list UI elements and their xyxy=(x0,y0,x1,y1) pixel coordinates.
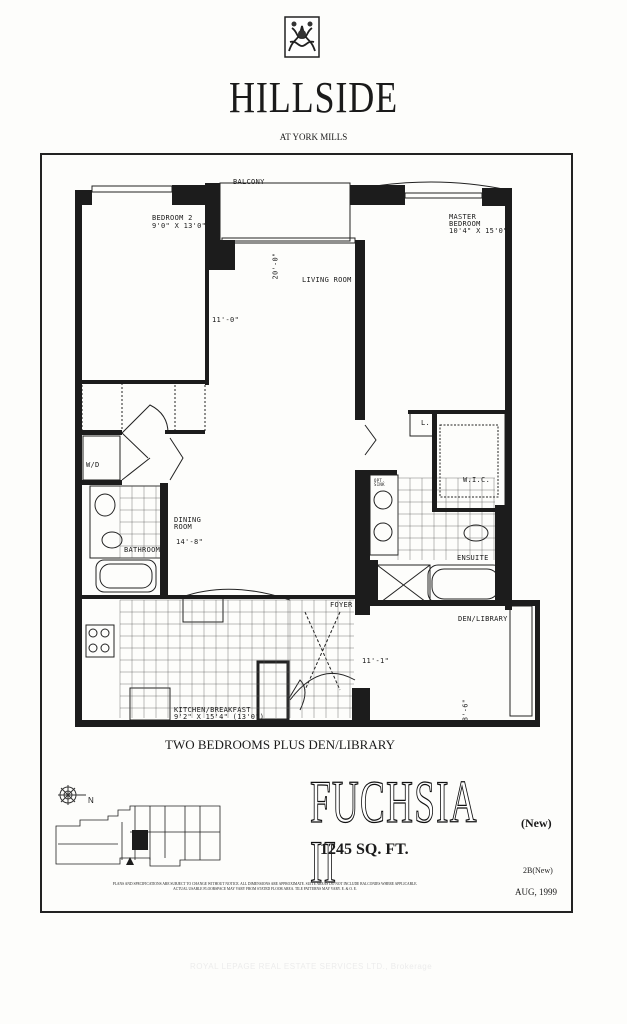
brand-name: HILLSIDE xyxy=(229,73,398,122)
linen-label: L. xyxy=(421,419,431,427)
foyer-label: FOYER xyxy=(330,601,353,609)
disclaimer-line-1: PLANS AND SPECIFICATIONS ARE SUBJECT TO … xyxy=(112,882,418,886)
key-plan-suite-highlight xyxy=(132,830,148,850)
master-size: 10'4" X 15'0" xyxy=(449,227,508,235)
kitchen-size: 9'2" X 15'4" (13'0") xyxy=(174,713,265,721)
living-room-label: LIVING ROOM xyxy=(302,276,352,284)
walls xyxy=(75,183,540,727)
den-label: DEN/LIBRARY xyxy=(458,615,508,623)
dining-dimension: 14'-8" xyxy=(176,538,204,546)
bathroom-label: BATHROOM xyxy=(124,546,161,554)
den-dimension-wide: 11'-1" xyxy=(362,657,390,665)
wd-label: W/D xyxy=(86,461,100,469)
bedroom2-size: 9'0" X 13'0" xyxy=(152,222,207,230)
ensuite-label: ENSUITE xyxy=(457,554,489,562)
dining-label-2: ROOM xyxy=(174,523,193,531)
plan-frame xyxy=(40,153,573,913)
master-label-1: MASTER xyxy=(449,213,477,221)
balcony-outline xyxy=(219,182,351,242)
suite-name: FUCHSIA II xyxy=(310,769,476,895)
living-dimension-wide: 11'-0" xyxy=(212,316,240,324)
entrance-arrow xyxy=(126,857,134,865)
logo-crest xyxy=(284,16,320,58)
wic-label: W.I.C. xyxy=(463,476,491,484)
compass-rose-icon xyxy=(58,785,86,805)
opt-sink-label: OPT. SINK xyxy=(374,478,385,487)
suite-tag: (New) xyxy=(521,816,552,830)
dining-label-1: DINING xyxy=(174,516,202,524)
den-dimension-long: 8'-6" xyxy=(461,698,470,722)
living-dimension-long: 20'-0" xyxy=(271,252,280,280)
bedroom2-label: BEDROOM 2 xyxy=(152,214,193,222)
ornamental-floral-crest-icon xyxy=(284,16,320,58)
watermark: ROYAL LEPAGE REAL ESTATE SERVICES LTD., … xyxy=(190,962,433,971)
compass-north-label: N xyxy=(88,796,94,805)
kitchen-label: KITCHEN/BREAKFAST xyxy=(174,706,251,714)
disclaimer-line-2: ACTUAL USABLE FLOORSPACE MAY VARY FROM S… xyxy=(173,887,357,891)
master-label-2: BEDROOM xyxy=(449,220,481,228)
suite-code: 2B(New) xyxy=(523,866,553,875)
plan-caption: TWO BEDROOMS PLUS DEN/LIBRARY xyxy=(165,737,396,752)
brand-subtitle: AT YORK MILLS xyxy=(279,132,348,142)
suite-date: AUG, 1999 xyxy=(515,887,557,897)
suite-area: 1245 SQ. FT. xyxy=(320,841,409,858)
balcony-label: BALCONY xyxy=(233,178,265,186)
